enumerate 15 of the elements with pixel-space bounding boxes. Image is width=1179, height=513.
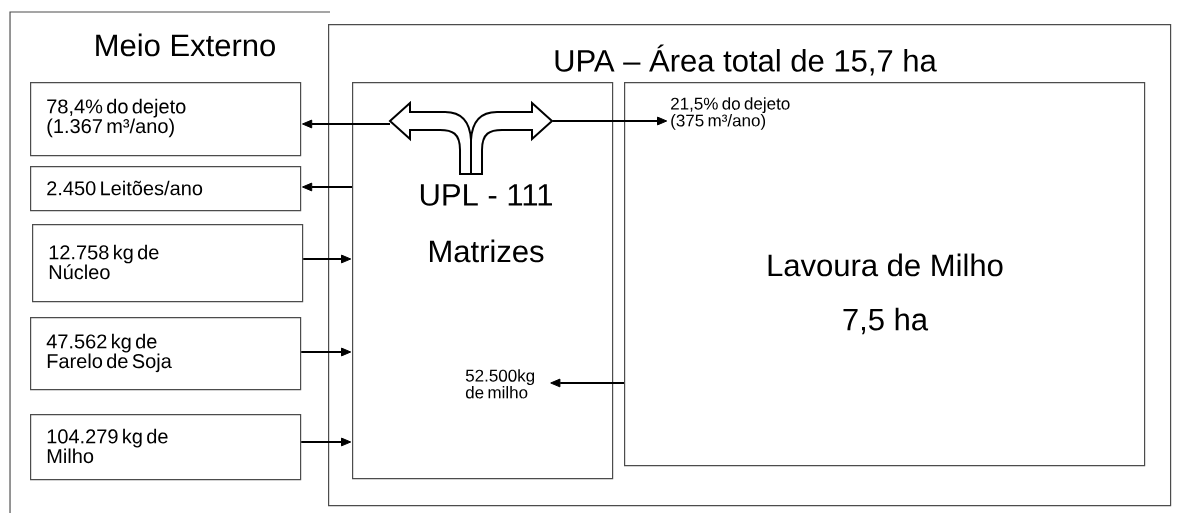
text-box: 2.450 Leitões/ano [30, 166, 302, 212]
arrow [551, 116, 668, 126]
flow-text: 52.500kg de milho [465, 369, 535, 399]
text-box: 78,4% do dejeto (1.367 m³/ano) [30, 82, 302, 157]
arrow [550, 378, 625, 388]
arrow [302, 182, 353, 192]
text-box: 47.562 kg de Farelo de Soja [30, 317, 302, 391]
arrow [302, 254, 352, 264]
arrow [300, 437, 352, 447]
text-box: 12.758 kg de Núcleo [32, 224, 304, 303]
arrow [302, 119, 391, 129]
text-box: 104.279 kg de Milho [30, 414, 302, 481]
arrow [300, 347, 352, 357]
split-arrow-icon [389, 102, 553, 175]
flow-text: 21,5% do dejeto (375 m³/ano) [671, 97, 790, 130]
